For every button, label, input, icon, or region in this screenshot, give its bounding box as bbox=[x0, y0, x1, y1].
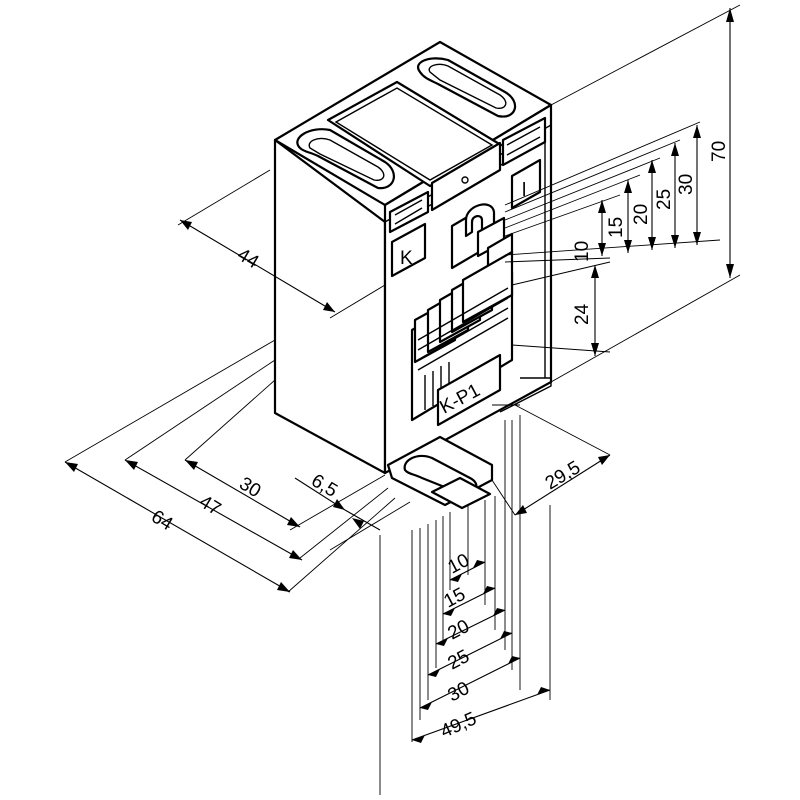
dim-25-right-label: 25 bbox=[654, 189, 675, 210]
center-clip-dot bbox=[461, 176, 469, 184]
dim-24: 24 bbox=[511, 261, 611, 356]
dim-20-right-label: 20 bbox=[631, 204, 652, 225]
top-slot-left-inner bbox=[308, 137, 385, 182]
dim-25-bottom-label: 25 bbox=[444, 646, 473, 674]
top-slot-right-inner bbox=[428, 63, 507, 110]
dim-47-label: 47 bbox=[195, 491, 224, 520]
dim-44-label: 44 bbox=[233, 244, 262, 273]
dim-29-5-label: 29,5 bbox=[542, 457, 585, 494]
dim-20-bottom-label: 20 bbox=[444, 616, 473, 644]
dim-49-5-label: 49,5 bbox=[437, 708, 479, 742]
housing: K l K-P1 bbox=[273, 40, 553, 510]
model-box bbox=[436, 353, 502, 427]
dim-30-right-label: 30 bbox=[676, 174, 697, 195]
dim-15-bottom-label: 15 bbox=[440, 584, 469, 612]
dim-30-left-label: 30 bbox=[235, 473, 264, 502]
dim-right-stack: 30 25 20 15 10 bbox=[504, 121, 721, 263]
dim-70-label: 70 bbox=[709, 141, 730, 162]
dim-6-5-label: 6,5 bbox=[307, 470, 340, 502]
terminal-l-box bbox=[510, 158, 542, 210]
bottom-extensions bbox=[379, 415, 551, 795]
dim-15-right-label: 15 bbox=[606, 217, 627, 238]
dim-24-label: 24 bbox=[572, 303, 593, 325]
dim-10-right-label: 10 bbox=[572, 241, 593, 262]
terminal-l-label: l bbox=[522, 180, 526, 201]
terminal-k-box bbox=[390, 222, 427, 278]
dim-30-bottom-label: 30 bbox=[444, 678, 473, 706]
dim-10-bottom-label: 10 bbox=[444, 550, 473, 578]
top-window-inner bbox=[334, 87, 494, 181]
dim-64-label: 64 bbox=[147, 506, 176, 535]
secondary-terminal bbox=[450, 203, 514, 270]
top-slot-right bbox=[417, 57, 517, 118]
terminal-k-label: K bbox=[400, 248, 413, 269]
top-slot-left bbox=[296, 128, 395, 190]
terminal-slot-right-inner bbox=[506, 126, 541, 156]
dim-70: 70 bbox=[550, 4, 741, 383]
dim-29-5: 29,5 bbox=[491, 404, 611, 516]
primary-bar-slot bbox=[410, 250, 514, 422]
terminal-slot-left-inner bbox=[394, 199, 423, 225]
dim-bottom-stack: 10 15 20 25 30 49,5 bbox=[411, 550, 551, 743]
